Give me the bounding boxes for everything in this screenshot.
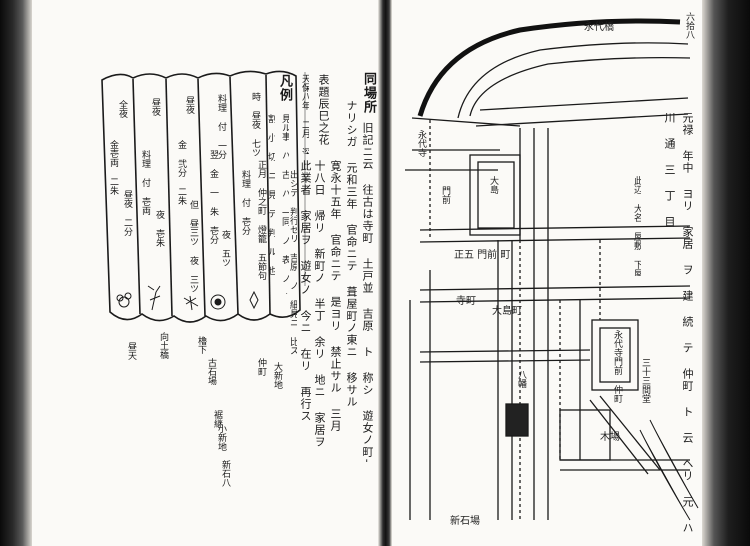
tag-2-line-3: 夜 壱朱 [154,210,164,247]
map-label-mid-6: 新石場 [450,516,480,527]
left-subheading-note: 天保八年 二月 深川 又 本所 ノ 青楼 妓楼 揚屋 [300,74,309,154]
tag-4-line-3: 夜 五ツ [220,230,230,267]
map-label-mid-2: 寺町 [456,296,476,307]
map-label-mid-5: 八幡 [516,370,526,388]
tag-3-line-3: 但 昼三ツ 夜 三ツ [188,200,198,293]
book-gutter [378,0,392,546]
tag-3-line-2: 金 弐分 二朱 [176,140,186,205]
tag-1-line-1: 全夜 [117,100,127,118]
bottom-label-8: 小新地 [216,424,226,451]
tag-5-line-3: 正月 仲之町 燈籠 五節句 [256,160,266,280]
tag-4-line-1: 料理 付 一分 [216,94,226,159]
left-text-col-1: 旧記ニ云 往古は寺町 土戸並 吉原 ト 称シ 遊女ノ町ト [362,122,373,462]
map-label-left-1: 永代寺 [416,130,426,157]
page-number: 六拾八 [684,12,694,39]
map-label-mid-3: 大島町 [492,306,522,317]
map-label-right-2: 木場 [600,432,620,443]
right-caption-2: 川 通 三 丁 目 元 家 ヲ 改 メ ル [664,112,675,232]
hanrei-title: 凡例 [277,74,292,102]
bottom-label-5: 裾継 [212,410,222,428]
tag-5-line-1: 時 昼夜 七ツ [250,92,260,157]
map-label-top-2: 大島 [488,176,498,194]
tag-5-line-2: 料理 付 壱分 [240,170,250,235]
map-label-top-1: 永代橋 [584,22,614,33]
map-note-block: 此辺 大名 屋敷 下屋敷 有之 [632,176,641,276]
hanrei-text-2: 割 小 切 ニ 見 テ 判 ル 也 [266,114,275,275]
bottom-label-6: 仲町 [256,358,266,376]
left-text-col-5: 此業者 家居ヲ 遊女ノ 今ニ 在リ 再行ス [300,160,311,422]
tag-3-line-1: 昼夜 [184,96,194,114]
left-heading: 同場所 [361,72,376,114]
tag-1-line-2: 金壱両 二朱 [108,140,118,195]
tag-2-line-2: 料理 付 壱両 [140,150,150,215]
bottom-label-1: 昼天 [126,342,136,360]
map-label-mid-1: 正五 門前 町 [454,250,511,261]
tag-4-line-2: 翌 金 一 朱 壱分 [208,150,218,244]
left-subheading-note-2: 出シテ 判行セリ 吉原 ノ 細見ニ 比ス [288,170,297,355]
tag-1-line-3: 昼夜 二分 [122,190,132,236]
map-label-mid-4: 永代寺門前 仲町 [612,330,622,403]
bottom-label-4: 古石場 [206,358,216,385]
left-book-edge [0,0,32,546]
left-text-col-2: ナリシガ 元和三年 官命ニテ 葺屋町ノ東ニ 移サル [346,100,357,408]
tag-2-line-1: 昼夜 [150,98,160,116]
left-text-col-3: 寛永十五年 官命ニテ 是ヨリ 禁止サル 三月 [330,160,341,432]
map-label-right-1: 三十三間堂 [640,358,650,403]
left-text-col-4: 十八日 帰リ 新町ノ 半丁 余リ 地ニ 家居ヲ 構ヘ 其後 [314,160,325,460]
left-subheading: 表題辰巳之花 [317,74,330,146]
bottom-label-7: 大新地 [272,362,282,389]
right-book-edge [702,0,750,546]
right-caption-1: 元禄 年中 ヨリ 家居 ヲ 建 続 テ 仲町 ト 云 ヘリ 元 ハ 新 ダ ヘ … [682,112,693,532]
hanrei-text: 見ル事 ハ 古 ハ 一同 ノ 表 ノ 合 手 [280,114,289,294]
bottom-label-2: 向土橋 [158,332,168,359]
bottom-label-9: 新石八 [220,460,230,487]
map-label-left-2: 門前 [440,186,450,204]
bottom-label-3: 櫓下 [196,336,206,354]
